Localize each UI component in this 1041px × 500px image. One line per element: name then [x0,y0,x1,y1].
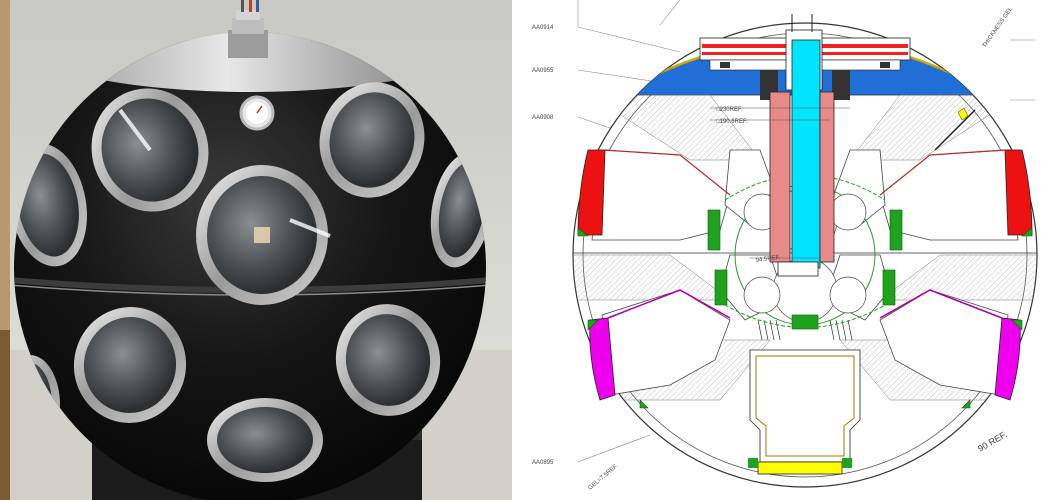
sphere-photo-panel [0,0,512,500]
red-window-left [577,149,606,236]
shaft-pink-left [769,91,791,263]
dim-94-5ref: 94.5REF. [755,255,781,264]
magenta-window-left [589,317,616,401]
label-aa0955: AA0955 [532,68,554,74]
green-mounts [577,209,1033,409]
central-shaft [769,14,835,277]
pressure-gauge [239,95,275,131]
upper-pmts [591,149,1019,241]
magenta-window-right [994,317,1021,401]
bottom-port [748,349,861,475]
dim-230ref: □230REF. [716,107,743,113]
sphere-photo [0,0,512,500]
label-gel-bottom: GEL=7.5REF. [587,463,619,491]
label-thickness-gel: THICKNESS GEL [982,6,1015,49]
dim-190-6ref: □190.6REF. [716,119,748,125]
red-window-right [1004,149,1033,236]
yellow-base [757,461,843,475]
top-connector [228,0,268,58]
label-aa0908: AA0908 [532,115,554,121]
label-aa0914: AA0914 [532,25,554,31]
shaft-pink-right [819,91,835,263]
cross-section-drawing: AA0914 AA0955 AA0908 AA0895 □230REF. □19… [530,0,1041,500]
wood-edge [0,0,10,500]
cross-section-svg: AA0914 AA0955 AA0908 AA0895 □230REF. □19… [532,0,1038,492]
shaft-cyan [791,39,821,269]
dim-90ref: 90 REF. [976,429,1009,454]
label-aa0895: AA0895 [532,460,554,466]
